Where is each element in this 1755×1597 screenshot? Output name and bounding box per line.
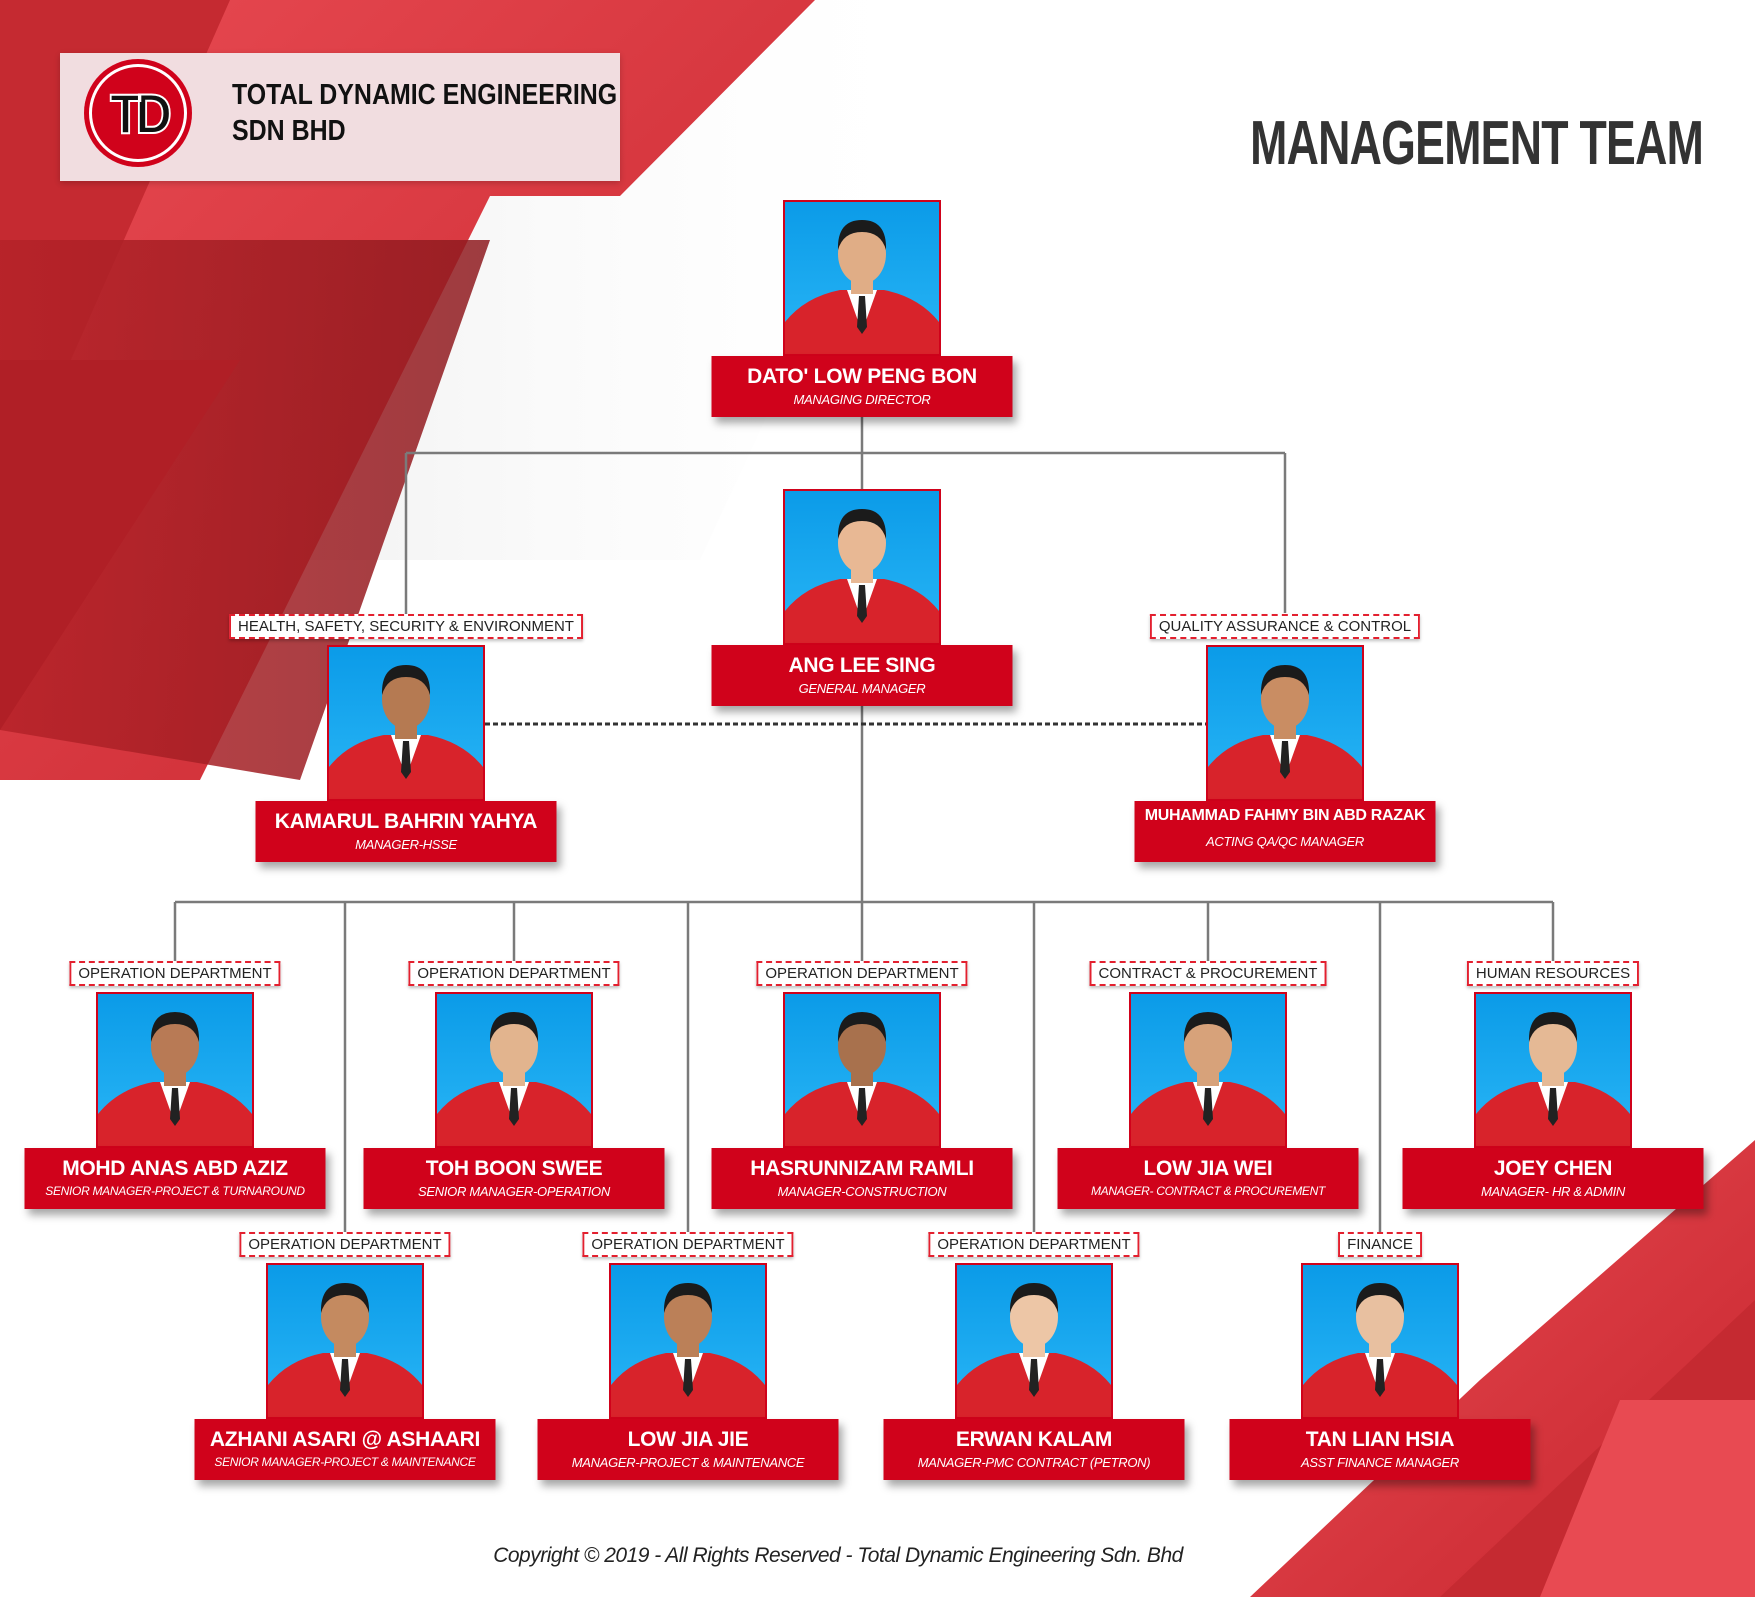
person-name: JOEY CHEN <box>1493 1157 1613 1180</box>
company-logo-banner: TD TOTAL DYNAMIC ENGINEERING SDN BHD <box>60 53 620 181</box>
person-role: MANAGER-PMC CONTRACT (PETRON) <box>917 1455 1151 1470</box>
company-name: TOTAL DYNAMIC ENGINEERING SDN BHD <box>232 77 617 149</box>
person-photo <box>266 1263 424 1419</box>
person-role: ASST FINANCE MANAGER <box>1301 1455 1459 1470</box>
name-plate: MOHD ANAS ABD AZIZ SENIOR MANAGER-PROJECT… <box>24 1148 326 1209</box>
person-photo <box>327 645 485 801</box>
department-label: FINANCE <box>1338 1232 1422 1257</box>
name-plate: JOEY CHEN MANAGER- HR & ADMIN <box>1402 1148 1704 1209</box>
person-name: MOHD ANAS ABD AZIZ <box>62 1157 288 1180</box>
person-photo <box>783 489 941 645</box>
person-role: ACTING QA/QC MANAGER <box>1206 834 1364 849</box>
company-logo: TD <box>84 59 192 167</box>
department-label: OPERATION DEPARTMENT <box>408 961 620 986</box>
department-label: HUMAN RESOURCES <box>1466 961 1640 986</box>
page-title: MANAGEMENT TEAM <box>1250 109 1704 178</box>
person-role: SENIOR MANAGER-OPERATION <box>418 1184 610 1199</box>
person-name: LOW JIA WEI <box>1143 1157 1273 1180</box>
person-photo <box>609 1263 767 1419</box>
person-photo <box>1301 1263 1459 1419</box>
person-role: MANAGER- CONTRACT & PROCUREMENT <box>1090 1184 1326 1198</box>
name-plate: ANG LEE SING GENERAL MANAGER <box>711 645 1013 706</box>
person-photo <box>1129 992 1287 1148</box>
name-plate: AZHANI ASARI @ ASHAARI SENIOR MANAGER-PRO… <box>194 1419 496 1480</box>
department-label: OPERATION DEPARTMENT <box>239 1232 451 1257</box>
department-label: OPERATION DEPARTMENT <box>582 1232 794 1257</box>
copyright-footer: Copyright © 2019 - All Rights Reserved -… <box>493 1544 1183 1567</box>
logo-letters: TD <box>109 81 173 146</box>
name-plate: KAMARUL BAHRIN YAHYA MANAGER-HSSE <box>255 801 557 862</box>
department-label: OPERATION DEPARTMENT <box>69 961 281 986</box>
department-label: QUALITY ASSURANCE & CONTROL <box>1149 614 1421 639</box>
person-photo <box>96 992 254 1148</box>
person-role: MANAGER- HR & ADMIN <box>1480 1184 1626 1199</box>
person-name: ANG LEE SING <box>788 654 936 677</box>
person-name: KAMARUL BAHRIN YAHYA <box>274 810 538 833</box>
person-name: DATO' LOW PENG BON <box>747 365 977 388</box>
person-role: SENIOR MANAGER-PROJECT & MAINTENANCE <box>214 1455 476 1469</box>
person-name: LOW JIA JIE <box>627 1428 749 1451</box>
person-photo <box>435 992 593 1148</box>
department-label: OPERATION DEPARTMENT <box>928 1232 1140 1257</box>
name-plate: TOH BOON SWEE SENIOR MANAGER-OPERATION <box>363 1148 665 1209</box>
person-photo <box>783 992 941 1148</box>
person-role: MANAGER-HSSE <box>355 837 457 852</box>
person-role: MANAGING DIRECTOR <box>793 392 931 407</box>
person-photo <box>1474 992 1632 1148</box>
person-role: GENERAL MANAGER <box>798 681 926 696</box>
person-role: MANAGER-CONSTRUCTION <box>777 1184 947 1199</box>
person-name: HASRUNNIZAM RAMLI <box>750 1157 974 1180</box>
name-plate: MUHAMMAD FAHMY BIN ABD RAZAK ACTING QA/QC… <box>1134 801 1436 862</box>
person-photo <box>955 1263 1113 1419</box>
person-name: ERWAN KALAM <box>955 1428 1113 1451</box>
name-plate: LOW JIA JIE MANAGER-PROJECT & MAINTENANCE <box>537 1419 839 1480</box>
person-name: TAN LIAN HSIA <box>1305 1428 1455 1451</box>
name-plate: ERWAN KALAM MANAGER-PMC CONTRACT (PETRON) <box>883 1419 1185 1480</box>
person-photo <box>1206 645 1364 801</box>
name-plate: DATO' LOW PENG BON MANAGING DIRECTOR <box>711 356 1013 417</box>
person-name: AZHANI ASARI @ ASHAARI <box>209 1428 481 1451</box>
company-name-line1: TOTAL DYNAMIC ENGINEERING <box>232 79 618 111</box>
person-role: MANAGER-PROJECT & MAINTENANCE <box>571 1455 805 1470</box>
department-label: OPERATION DEPARTMENT <box>756 961 968 986</box>
person-name: MUHAMMAD FAHMY BIN ABD RAZAK <box>1144 807 1426 824</box>
person-role: SENIOR MANAGER-PROJECT & TURNAROUND <box>45 1184 305 1198</box>
name-plate: HASRUNNIZAM RAMLI MANAGER-CONSTRUCTION <box>711 1148 1013 1209</box>
person-photo <box>783 200 941 356</box>
company-name-line2: SDN BHD <box>232 115 346 147</box>
name-plate: LOW JIA WEI MANAGER- CONTRACT & PROCUREME… <box>1057 1148 1359 1209</box>
department-label: HEALTH, SAFETY, SECURITY & ENVIRONMENT <box>229 614 583 639</box>
person-name: TOH BOON SWEE <box>425 1157 603 1180</box>
name-plate: TAN LIAN HSIA ASST FINANCE MANAGER <box>1229 1419 1531 1480</box>
department-label: CONTRACT & PROCUREMENT <box>1089 961 1327 986</box>
